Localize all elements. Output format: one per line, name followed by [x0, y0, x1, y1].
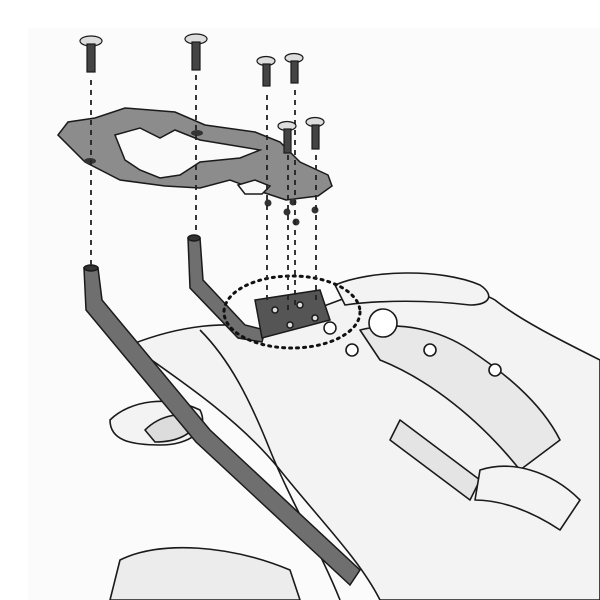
screw-icon: [256, 55, 276, 87]
motorcycle-rear-body: [109, 272, 600, 600]
screw-icon: [305, 116, 325, 150]
assembly-guide-lines: [90, 75, 317, 310]
bike-mounting-bracket: [254, 289, 337, 339]
detail-highlight-circle: [222, 274, 362, 350]
screw-icon: [277, 120, 297, 154]
screw-icon: [79, 35, 103, 73]
screws: [79, 33, 325, 154]
top-case-mounting-plate: [57, 107, 333, 226]
screw-icon: [284, 52, 304, 84]
screw-icon: [184, 33, 208, 71]
